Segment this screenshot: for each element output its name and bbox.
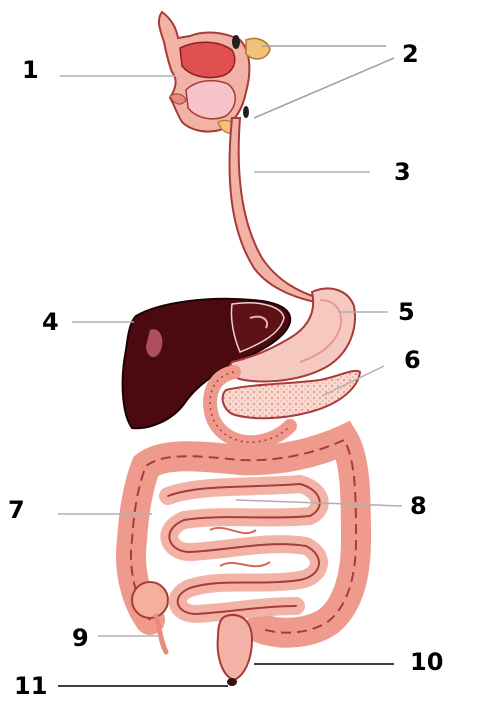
small-intestine [168, 484, 320, 614]
label-4-liver: 4 [42, 310, 59, 334]
oral-cavity [159, 12, 249, 132]
anus [227, 678, 237, 686]
label-6-pancreas: 6 [404, 348, 421, 372]
esophagus [230, 118, 326, 304]
label-10-rectum: 10 [410, 650, 443, 674]
label-9-appendix: 9 [72, 626, 89, 650]
label-5-stomach: 5 [398, 300, 415, 324]
label-1-mouth: 1 [22, 58, 39, 82]
label-11-anus: 11 [14, 674, 47, 698]
label-2-salivary-glands: 2 [402, 42, 419, 66]
label-3-esophagus: 3 [394, 160, 411, 184]
label-7-large-intestine: 7 [8, 498, 25, 522]
rectum [218, 615, 252, 680]
label-8-small-intestine: 8 [410, 494, 427, 518]
